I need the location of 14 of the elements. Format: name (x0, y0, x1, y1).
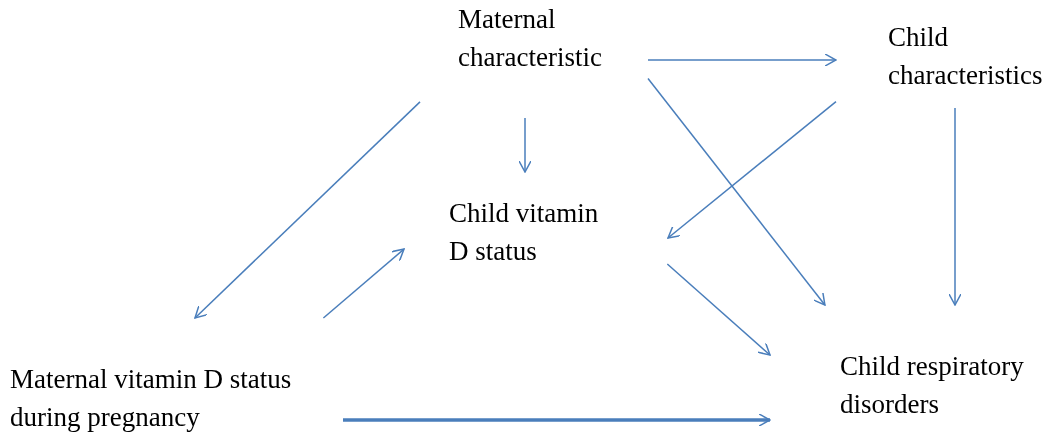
node-label: Maternal vitamin D status during pregnancy (10, 363, 293, 434)
arrow (948, 107, 962, 306)
arrow (322, 248, 405, 319)
node-label: Child respiratory disorders (840, 350, 1025, 421)
arrow (647, 77, 826, 306)
node-label: Maternal characteristic (458, 3, 603, 74)
node-label: Child characteristics (888, 21, 1044, 92)
arrow (343, 413, 771, 427)
arrow (518, 117, 532, 173)
node-label: Child vitamin D status (449, 197, 600, 268)
arrow (647, 53, 837, 67)
arrow (667, 100, 837, 239)
arrow (194, 101, 421, 319)
arrow (666, 263, 771, 356)
